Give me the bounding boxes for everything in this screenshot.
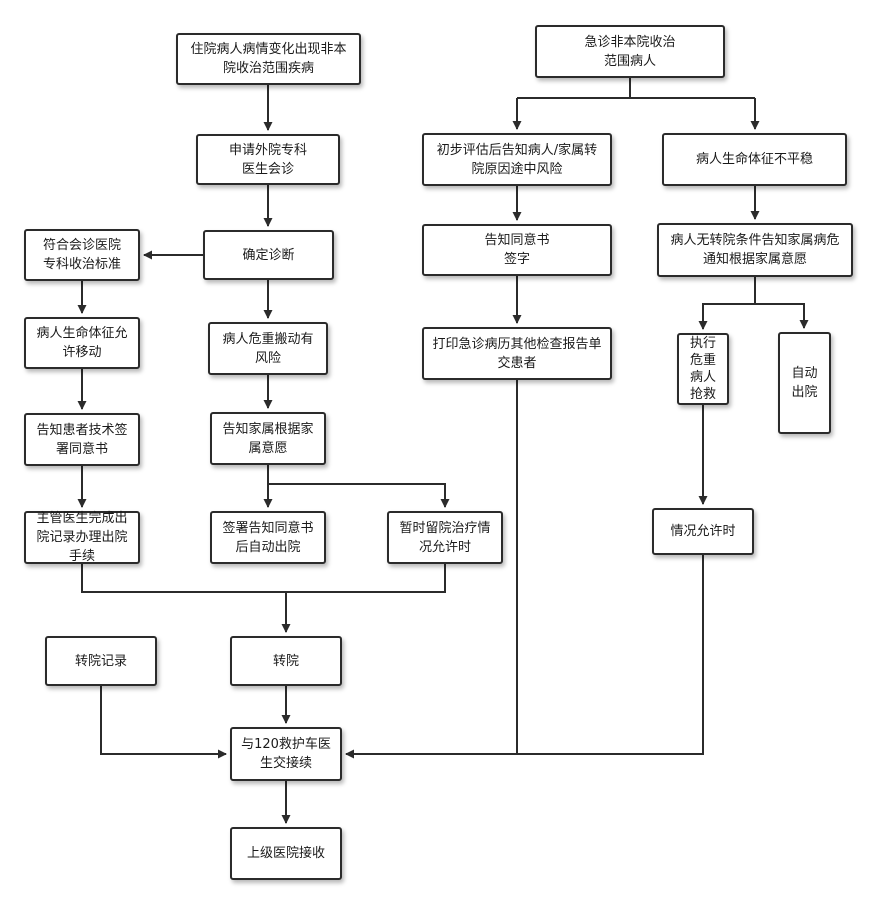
edge-print-to-handover	[345, 380, 518, 759]
node-inform-sign-consent: 告知患者技术签 署同意书	[24, 413, 140, 466]
edge-record-to-handover	[100, 686, 227, 759]
edge-family-to-stay	[268, 483, 450, 508]
node-ambulance-handover: 与120救护车医 生交接续	[230, 727, 342, 781]
node-transfer: 转院	[230, 636, 342, 686]
node-discharge-record: 主管医生完成出 院记录办理出院 手续	[24, 511, 140, 564]
node-condition-allows: 情况允许时	[652, 508, 754, 555]
node-print-records: 打印急诊病历其他检查报告单 交患者	[422, 327, 612, 380]
node-rescue-critical: 执行 危重 病人 抢救	[677, 333, 729, 405]
node-initial-evaluation: 初步评估后告知病人/家属转 院原因途中风险	[422, 133, 612, 186]
node-confirm-diagnosis: 确定诊断	[203, 230, 334, 280]
node-sign-self-discharge: 签署告知同意书 后自动出院	[210, 511, 326, 564]
node-self-discharge: 自动 出院	[778, 332, 831, 434]
node-vitals-unstable: 病人生命体征不平稳	[662, 133, 847, 186]
edge-merge-to-transfer	[81, 564, 446, 593]
edge-nocond-to-self	[755, 303, 809, 329]
edge-allow-to-handover	[517, 555, 704, 755]
node-no-transfer-condition: 病人无转院条件告知家属病危 通知根据家属意愿	[657, 223, 853, 277]
node-inpatient-change: 住院病人病情变化出现非本 院收治范围疾病	[176, 33, 361, 85]
node-vitals-allow-move: 病人生命体征允 许移动	[24, 317, 140, 369]
node-upper-hospital-receive: 上级医院接收	[230, 827, 342, 880]
node-temporary-stay: 暂时留院治疗情 况允许时	[387, 511, 503, 564]
node-apply-consultation: 申请外院专科 医生会诊	[196, 134, 340, 185]
node-transfer-record: 转院记录	[45, 636, 157, 686]
node-consent-sign: 告知同意书 签字	[422, 224, 612, 276]
node-family-wish: 告知家属根据家 属意愿	[210, 412, 326, 465]
node-meets-criteria: 符合会诊医院 专科收治标准	[24, 229, 140, 281]
node-emergency-patient: 急诊非本院收治 范围病人	[535, 25, 725, 78]
edge-nocond-split	[698, 277, 756, 330]
node-critical-risk: 病人危重搬动有 风险	[208, 322, 328, 375]
